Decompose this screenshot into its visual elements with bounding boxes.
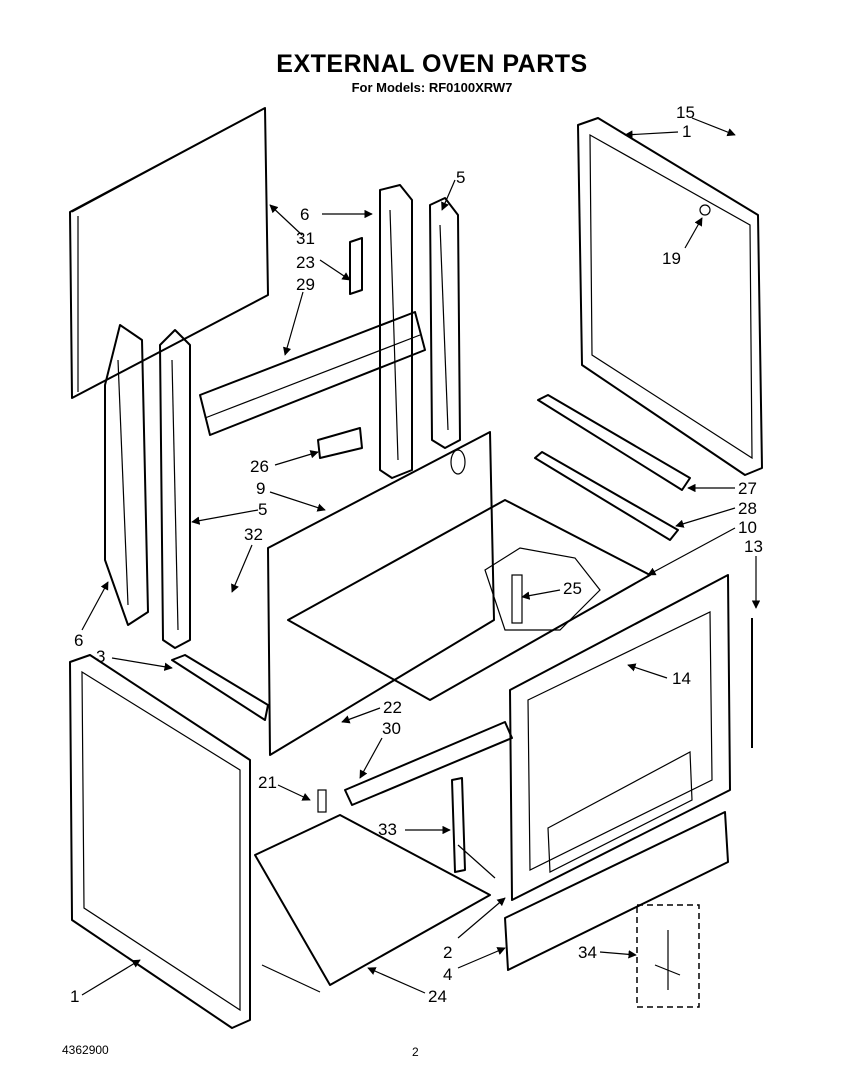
right-front-upright: [429, 197, 461, 449]
callout-28: 28: [738, 499, 757, 518]
callout-26: 26: [250, 457, 269, 476]
support-rails: [534, 394, 691, 541]
callout-4: 4: [443, 965, 452, 984]
callout-21: 21: [258, 773, 277, 792]
callout-15: 15: [676, 103, 695, 122]
callout-22: 22: [383, 698, 402, 717]
callout-24: 24: [428, 987, 447, 1006]
callout-labels: 15 1 19 6 31 5 23 29 26 9 5 32 27 28 10 …: [70, 103, 763, 1006]
callout-1-upper: 1: [682, 122, 691, 141]
callout-30: 30: [382, 719, 401, 738]
anti-tip-bracket: [451, 777, 496, 879]
callout-23: 23: [296, 253, 315, 272]
callout-6-upper: 6: [300, 205, 309, 224]
left-bracket: [171, 654, 269, 721]
oven-rear-wall: [267, 431, 495, 756]
screw-kit-box: [636, 904, 700, 1008]
oven-bottom: [287, 499, 651, 701]
document-number: 4362900: [62, 1043, 109, 1057]
page-number: 2: [412, 1045, 419, 1059]
left-side-panel: [69, 654, 251, 1029]
callout-14: 14: [672, 669, 691, 688]
left-front-upright: [159, 329, 191, 649]
callout-32: 32: [244, 525, 263, 544]
callout-6-lower: 6: [74, 631, 83, 650]
front-frame: [509, 574, 731, 901]
callout-31: 31: [296, 229, 315, 248]
rear-panel: [69, 107, 269, 399]
left-rear-upright: [104, 324, 149, 626]
terminal-block: [317, 427, 363, 459]
callout-27: 27: [738, 479, 757, 498]
callout-3: 3: [96, 647, 105, 666]
bottom-pan: [254, 814, 491, 993]
callout-5-upper: 5: [456, 168, 465, 187]
model-subtitle: For Models: RF0100XRW7: [351, 80, 513, 95]
page-title: EXTERNAL OVEN PARTS: [276, 50, 588, 78]
callout-10: 10: [738, 518, 757, 537]
deflector-bar: [349, 237, 363, 295]
callout-9: 9: [256, 479, 265, 498]
callout-29: 29: [296, 275, 315, 294]
kick-plate: [504, 811, 729, 971]
callout-25: 25: [563, 579, 582, 598]
callout-19: 19: [662, 249, 681, 268]
leveling-leg: [317, 789, 327, 813]
callout-33: 33: [378, 820, 397, 839]
callout-13: 13: [744, 537, 763, 556]
callout-5-lower: 5: [258, 500, 267, 519]
right-side-panel: [577, 117, 763, 476]
leader-lines: [81, 117, 761, 996]
front-rail: [199, 311, 426, 436]
cross-channel: [344, 721, 513, 806]
callout-34: 34: [578, 943, 597, 962]
right-rear-upright: [379, 184, 413, 479]
callout-2: 2: [443, 943, 452, 962]
callout-1-lower: 1: [70, 987, 79, 1006]
